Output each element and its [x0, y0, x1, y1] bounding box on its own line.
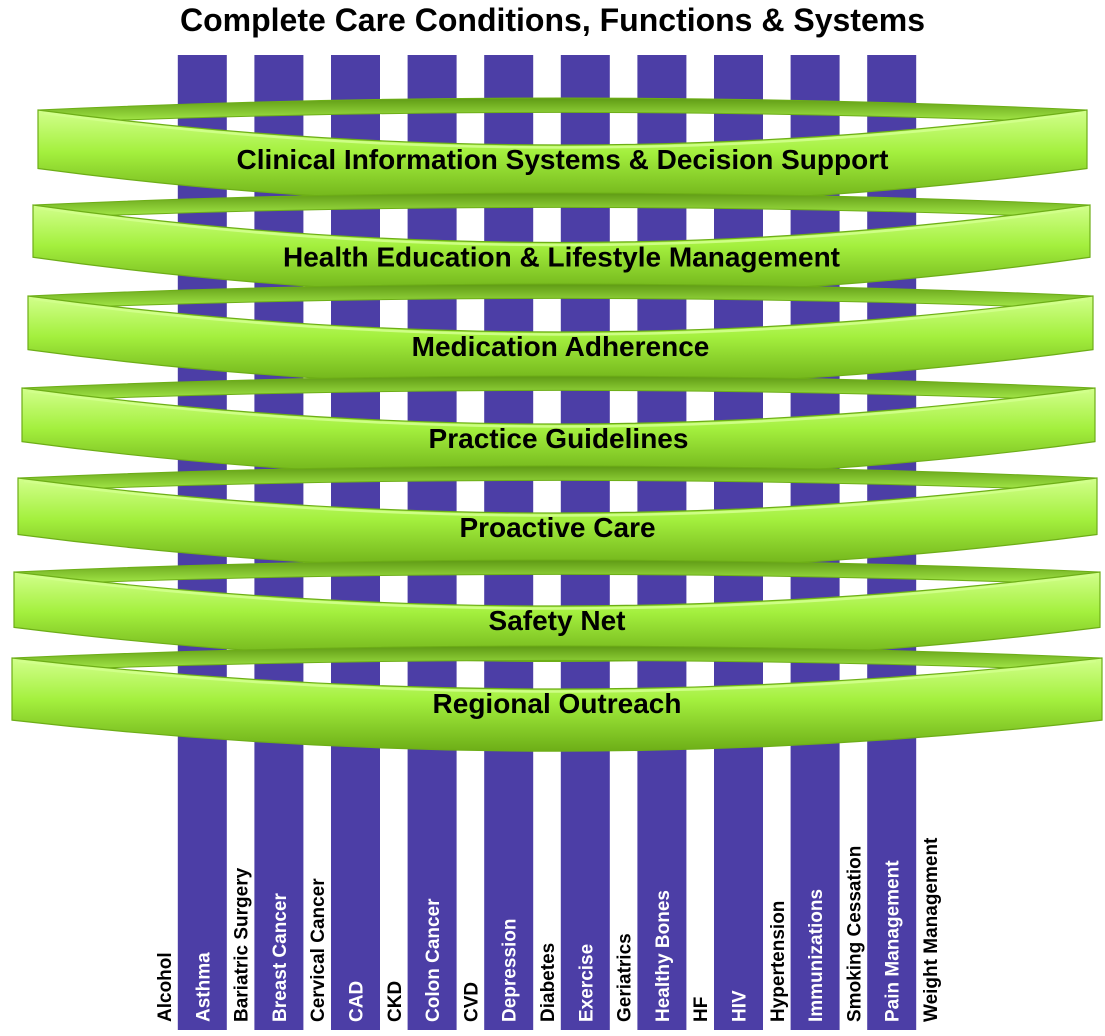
condition-label-hf: HF	[691, 997, 712, 1022]
condition-label-cervical-cancer: Cervical Cancer	[308, 878, 329, 1022]
ring-band	[11, 657, 1103, 752]
condition-label-alcohol: Alcohol	[155, 952, 176, 1022]
condition-label-immunizations: Immunizations	[806, 889, 827, 1022]
condition-label-depression: Depression	[500, 919, 521, 1022]
ring-inner-edge	[11, 645, 1103, 672]
ring-label-safety-net: Safety Net	[489, 605, 626, 636]
condition-label-smoking-cessation: Smoking Cessation	[844, 846, 865, 1022]
condition-label-healthy-bones: Healthy Bones	[653, 890, 674, 1022]
ring-label-health-education-and-lifestyle-management: Health Education & Lifestyle Management	[283, 242, 840, 273]
ring-label-proactive-care: Proactive Care	[459, 512, 655, 543]
ring-label-medication-adherence: Medication Adherence	[412, 331, 710, 362]
condition-label-cvd: CVD	[461, 982, 482, 1022]
condition-label-bariatric-surgery: Bariatric Surgery	[232, 867, 253, 1022]
condition-label-geriatrics: Geriatrics	[615, 933, 636, 1022]
ring-highlight	[27, 389, 1090, 428]
ring-label-practice-guidelines: Practice Guidelines	[429, 423, 689, 454]
ring-inner-edge	[13, 559, 1101, 586]
condition-label-hypertension: Hypertension	[768, 901, 789, 1022]
ring-highlight	[33, 297, 1088, 336]
ring-medication-adherence: Medication Adherence	[27, 283, 1094, 387]
ring-highlight	[38, 206, 1085, 247]
condition-label-weight-management: Weight Management	[921, 837, 942, 1022]
condition-label-ckd: CKD	[385, 981, 406, 1022]
condition-label-exercise: Exercise	[576, 944, 597, 1022]
condition-label-asthma: Asthma	[193, 952, 214, 1022]
ring-practice-guidelines: Practice Guidelines	[21, 375, 1096, 479]
condition-label-breast-cancer: Breast Cancer	[270, 893, 291, 1022]
condition-label-diabetes: Diabetes	[538, 943, 559, 1022]
condition-label-pain-management: Pain Management	[883, 860, 904, 1022]
ring-highlight	[23, 479, 1092, 517]
ring-highlight	[17, 659, 1097, 693]
condition-label-cad: CAD	[347, 981, 368, 1022]
ring-label-regional-outreach: Regional Outreach	[433, 688, 682, 719]
ring-highlight	[43, 111, 1082, 149]
ring-label-clinical-information-systems-and-decision-support: Clinical Information Systems & Decision …	[237, 144, 889, 175]
ring-clinical-information-systems-and-decision-support: Clinical Information Systems & Decision …	[37, 97, 1088, 205]
rings-layer: Clinical Information Systems & Decision …	[11, 97, 1103, 752]
ring-regional-outreach: Regional Outreach	[11, 645, 1103, 752]
condition-label-colon-cancer: Colon Cancer	[423, 898, 444, 1022]
condition-label-hiv: HIV	[730, 990, 751, 1022]
ring-highlight	[19, 573, 1095, 610]
diagram-title: Complete Care Conditions, Functions & Sy…	[180, 2, 925, 38]
ring-proactive-care: Proactive Care	[17, 465, 1098, 571]
labels-layer: Alcohol Asthma Bariatric Surgery Breast Can…	[155, 837, 942, 1022]
